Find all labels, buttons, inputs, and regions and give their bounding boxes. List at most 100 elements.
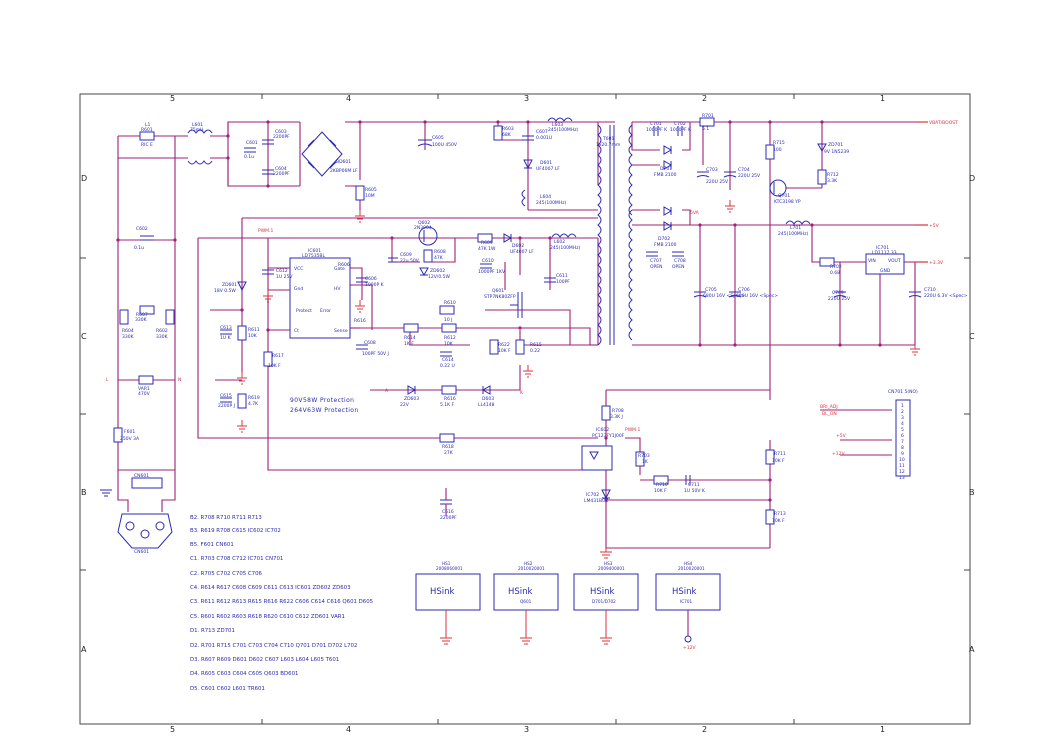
component-label: 10M — [365, 193, 375, 199]
row-label-right: B — [969, 488, 975, 497]
component-label: 1000PF K — [670, 127, 692, 133]
regulator-section: R715 100 ZD701 9V 1N5239 R712 3.3K Q701 … — [693, 140, 968, 302]
component-label: IC701 — [680, 599, 692, 604]
signal-12v: +12V — [832, 451, 845, 457]
component-label: C707 — [650, 258, 662, 264]
component-label: 10 J — [444, 317, 452, 323]
component-label: R606 — [338, 262, 350, 268]
component-label: R614 — [404, 335, 416, 341]
net-5va: 5VA — [690, 210, 700, 216]
component-label: 1 — [901, 403, 904, 409]
row-label-left: A — [81, 645, 87, 654]
component-label: C606 — [365, 276, 377, 282]
component-label: C701 — [650, 121, 662, 127]
zone-note: B5. F601 CN601 — [190, 542, 234, 548]
component-label: ZD603 — [404, 396, 419, 402]
component-label: 250V 3A — [120, 436, 140, 442]
ref-l601: L601 — [192, 122, 203, 128]
component-label: Ct — [294, 328, 299, 334]
component-label: C610 — [482, 258, 494, 264]
component-label: 2010020001 — [518, 566, 545, 571]
component-label: C607 — [536, 129, 548, 135]
zone-note: D3. R607 R609 D601 D602 C607 L603 L604 L… — [190, 657, 339, 663]
component-label: R605 — [365, 187, 377, 193]
component-label: RIC E — [141, 142, 153, 148]
component-label: R616 — [354, 318, 366, 324]
zone-notes: B2. R708 R710 R711 R713 B3. R619 R708 C6… — [190, 515, 373, 692]
input-fuse-section: R601 RIC E L1 L601 75mH C602 0.1u C601 0… — [134, 122, 290, 251]
component-label: 1U 25V — [276, 274, 293, 280]
component-label: 0.22 — [530, 348, 540, 354]
component-label: UF4007 LF — [536, 166, 560, 172]
component-label: LD1117 33 — [872, 250, 897, 256]
component-label: ZD602 — [430, 268, 445, 274]
component-label: 245(100MHz) — [550, 245, 581, 251]
component-label: 3.3K — [827, 178, 838, 184]
col-label-bottom: 3 — [524, 725, 529, 734]
startup-section: Q602 2N3904 R608 47K ZD602 12V/0.5W C609… — [388, 220, 581, 285]
component-label: C605 — [432, 135, 444, 141]
component-label: D601 — [540, 160, 552, 166]
signal-bri-adj: BRI_ADJ — [820, 404, 838, 410]
component-label: CN701 5(NO) — [888, 389, 918, 395]
component-label: Protect — [296, 308, 312, 314]
component-label: 220U 6.3V <Spec> — [924, 293, 968, 299]
component-label: 2200P J — [218, 403, 235, 409]
component-label: 1K F — [404, 341, 414, 347]
component-label: FMB 2100 — [654, 242, 677, 248]
zone-note: D5. C601 C602 L601 TR601 — [190, 686, 265, 692]
component-label: 68K — [502, 132, 512, 138]
zone-note: C4. R614 R617 C608 C609 C611 C613 IC601 … — [190, 585, 351, 591]
component-label: 10K F — [772, 458, 785, 464]
drawing-frame: 5 4 3 2 1 5 4 3 2 1 D C B A D C B A — [79, 93, 975, 734]
component-label: R713 — [774, 511, 786, 517]
component-label: L604 — [540, 194, 551, 200]
component-label: 22V — [400, 402, 410, 408]
component-label: 2008060001 — [436, 566, 463, 571]
component-label: 0.1u — [244, 154, 254, 160]
component-label: 13 — [899, 475, 905, 481]
component-label: D602 — [512, 243, 524, 249]
heatsink-row: HS1 2008060001 HSink HS2 2010020001 HSin… — [415, 561, 721, 651]
component-label: 0.1u — [134, 245, 144, 251]
component-label: 5.1K F — [440, 402, 455, 408]
component-label: OPEN — [650, 264, 662, 270]
component-label: 245(100MHz) — [778, 231, 809, 237]
component-label: D603 — [482, 396, 494, 402]
component-label: 3.3K J — [610, 414, 623, 420]
component-label: C601 — [246, 140, 258, 146]
zone-note: C2. R705 C702 C705 C706 — [190, 571, 263, 577]
component-label: IC702 — [586, 492, 599, 498]
component-label: C704 — [738, 167, 750, 173]
component-label: LL4148 — [478, 402, 495, 408]
row-label-right: D — [969, 174, 975, 183]
component-label: D702 — [658, 236, 670, 242]
bulk-cap-section: C605 100U 450V R605 10M R603 68K C607 0.… — [355, 117, 579, 207]
component-label: IC601 — [308, 248, 321, 254]
component-label: 9V 1N5239 — [824, 149, 849, 155]
component-label: R616 — [444, 396, 456, 402]
component-label: Q601 — [492, 288, 504, 294]
component-label: 7 — [901, 439, 904, 445]
protection-note: 264V63W Protection — [290, 407, 359, 414]
component-label: 245(100MHz) — [548, 127, 579, 133]
col-label-top: 4 — [346, 94, 351, 103]
component-label: 5 — [901, 427, 904, 433]
output-connector-cn701: CN701 5(NO) 1 2 3 4 5 6 7 8 9 10 11 12 1… — [820, 389, 918, 481]
component-label: 1U 50V K — [684, 488, 706, 494]
component-label: 47K — [434, 255, 444, 261]
component-label: 100PF — [556, 279, 570, 285]
component-label: CN601 — [134, 473, 149, 479]
junctions — [116, 120, 882, 502]
component-label: D701 — [660, 166, 672, 172]
component-label: R602 — [156, 328, 168, 334]
component-label: L701 — [790, 225, 801, 231]
component-label: R609 — [481, 240, 493, 246]
component-label: 18V 0.5W — [214, 288, 236, 294]
component-label: D701/D702 — [592, 599, 616, 604]
component-label: VIN — [868, 258, 876, 264]
row-label-left: C — [81, 332, 87, 341]
component-label: 100 — [773, 147, 782, 153]
component-label: C705 — [705, 287, 717, 293]
component-label: 220U 25V — [706, 179, 729, 185]
